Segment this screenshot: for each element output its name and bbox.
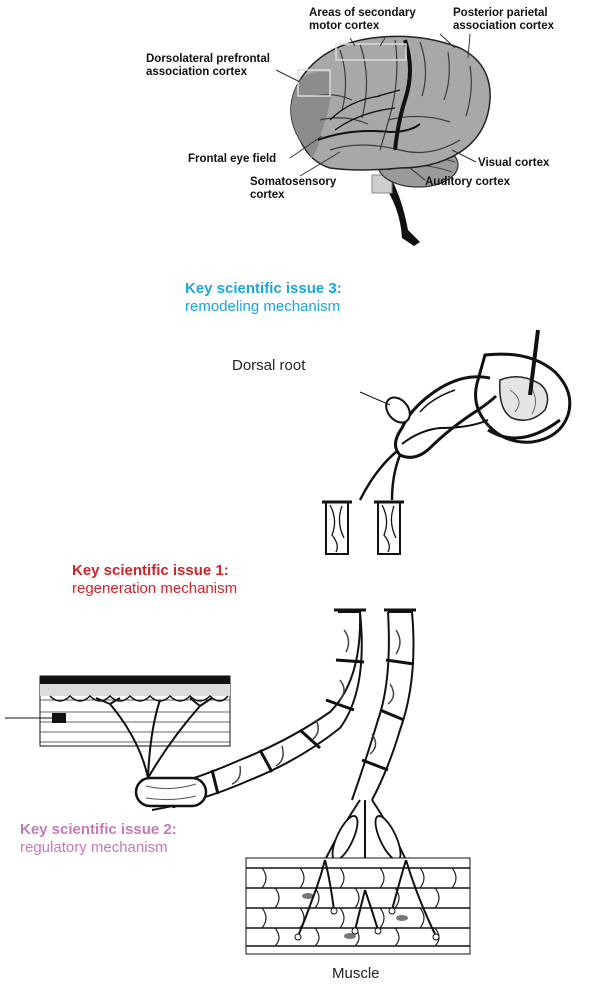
label-muscle: Muscle (332, 965, 380, 982)
label-dorsolateral-prefrontal-cortex: Dorsolateral prefrontal association cort… (146, 53, 270, 79)
key-issue-1-text: regeneration mechanism (72, 580, 237, 598)
label-secondary-motor-cortex: Areas of secondary motor cortex (309, 7, 416, 33)
nerve-segment-left (322, 502, 352, 554)
key-issue-3: Key scientific issue 3: remodeling mecha… (185, 280, 342, 315)
brain-illustration (276, 34, 490, 246)
label-somatosensory-cortex: Somatosensory cortex (250, 176, 336, 202)
skin-block (5, 676, 230, 778)
label-visual-cortex: Visual cortex (478, 157, 549, 170)
label-posterior-parietal-cortex: Posterior parietal association cortex (453, 7, 554, 33)
label-auditory-cortex: Auditory cortex (425, 176, 510, 189)
key-issue-2-text: regulatory mechanism (20, 839, 177, 857)
key-issue-1-heading: Key scientific issue 1: (72, 562, 237, 580)
key-issue-3-text: remodeling mechanism (185, 298, 342, 316)
muscle-block (246, 858, 470, 954)
peripheral-nerve-illustration (5, 610, 470, 954)
label-dorsal-root: Dorsal root (232, 357, 305, 374)
spinal-cord-illustration (322, 330, 570, 554)
label-frontal-eye-field: Frontal eye field (188, 153, 276, 166)
key-issue-2-heading: Key scientific issue 2: (20, 821, 177, 839)
nerve-segment-right (374, 502, 404, 554)
key-issue-1: Key scientific issue 1: regeneration mec… (72, 562, 237, 597)
key-issue-3-heading: Key scientific issue 3: (185, 280, 342, 298)
key-issue-2: Key scientific issue 2: regulatory mecha… (20, 821, 177, 856)
